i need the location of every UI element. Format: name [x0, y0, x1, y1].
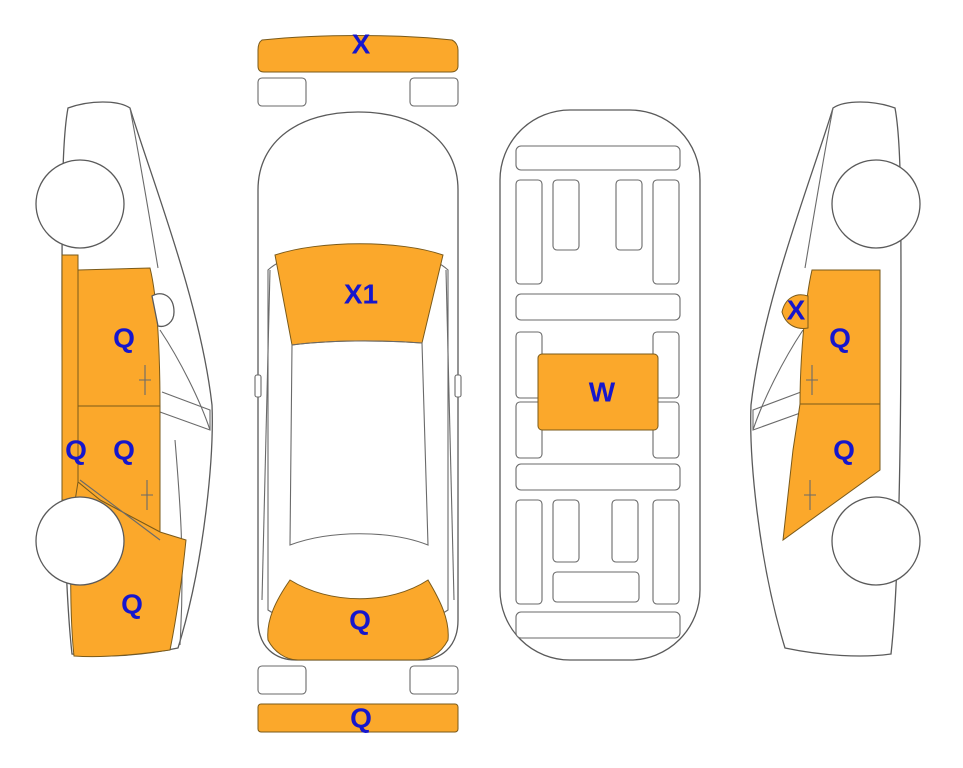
top-view-body-outline	[257, 111, 459, 661]
right-side-roof-line	[804, 107, 834, 269]
underbody-panel-rear	[515, 611, 681, 639]
rear-bumper-damage	[257, 703, 459, 733]
underbody-crossmember-2	[515, 463, 681, 491]
left-front-door-handle	[139, 365, 151, 395]
top-view-roof	[289, 340, 429, 546]
left-taillight	[257, 665, 307, 695]
top-view-left-pillar	[261, 269, 271, 601]
right-rear-door-handle	[804, 480, 816, 510]
left-mirror-top	[254, 374, 262, 398]
label-front-bumper: X	[352, 28, 371, 59]
label-trunk-lid: Q	[349, 604, 371, 635]
underbody-rail-rear-left	[515, 499, 543, 605]
left-side-mirror	[151, 293, 175, 328]
label-right-rear-door: Q	[833, 434, 855, 465]
right-side-window-line	[752, 329, 804, 431]
left-side-mirror-line	[159, 391, 211, 431]
right-front-wheel	[831, 159, 921, 249]
left-side-rear-line	[174, 439, 183, 646]
left-side-roof-line	[129, 107, 159, 269]
label-left-rear-door: Q	[113, 434, 135, 465]
underbody-pocket-rear-right	[611, 499, 639, 563]
left-front-wheel	[35, 159, 125, 249]
right-front-door-handle	[806, 365, 818, 395]
right-side-mirror-line	[752, 391, 804, 431]
left-side-window-line	[159, 329, 211, 431]
right-headlight	[409, 77, 459, 107]
trunk-lid-damage	[267, 579, 449, 661]
label-left-front-door: Q	[113, 322, 135, 353]
left-side-view: Q Q Q Q	[35, 101, 213, 658]
underbody-pocket-front-left	[552, 179, 580, 251]
right-rear-wheel	[831, 496, 921, 586]
label-windshield: X1	[344, 278, 378, 309]
front-bumper-damage	[257, 35, 459, 73]
label-right-front-door: Q	[829, 322, 851, 353]
underbody-rail-front-right	[652, 179, 680, 285]
underbody-pocket-rear-left	[552, 499, 580, 563]
left-rear-wheel	[35, 496, 125, 586]
right-front-spot-damage	[781, 294, 809, 329]
floor-pan-damage	[537, 353, 659, 431]
label-left-rocker: Q	[65, 434, 87, 465]
top-view-right-pillar	[445, 269, 455, 601]
label-left-rear-quarter: Q	[121, 588, 143, 619]
top-view: X X1 Q Q	[254, 28, 462, 733]
underbody-view: W	[499, 109, 701, 661]
right-side-view: X Q Q	[750, 101, 921, 657]
label-floor-pan: W	[589, 376, 616, 407]
underbody-rail-front-left	[515, 179, 543, 285]
underbody-spare-well	[552, 571, 640, 603]
left-rear-door-handle	[141, 480, 153, 510]
right-rear-door-damage	[782, 403, 881, 542]
label-right-front-spot: X	[787, 294, 806, 325]
left-door-seam	[79, 479, 161, 541]
right-taillight	[409, 665, 459, 695]
right-mirror-top	[454, 374, 462, 398]
underbody-pocket-front-right	[615, 179, 643, 251]
label-rear-bumper: Q	[350, 702, 372, 733]
underbody-rail-rear-right	[652, 499, 680, 605]
underbody-crossmember-1	[515, 293, 681, 321]
left-headlight	[257, 77, 307, 107]
underbody-panel-front	[515, 145, 681, 171]
